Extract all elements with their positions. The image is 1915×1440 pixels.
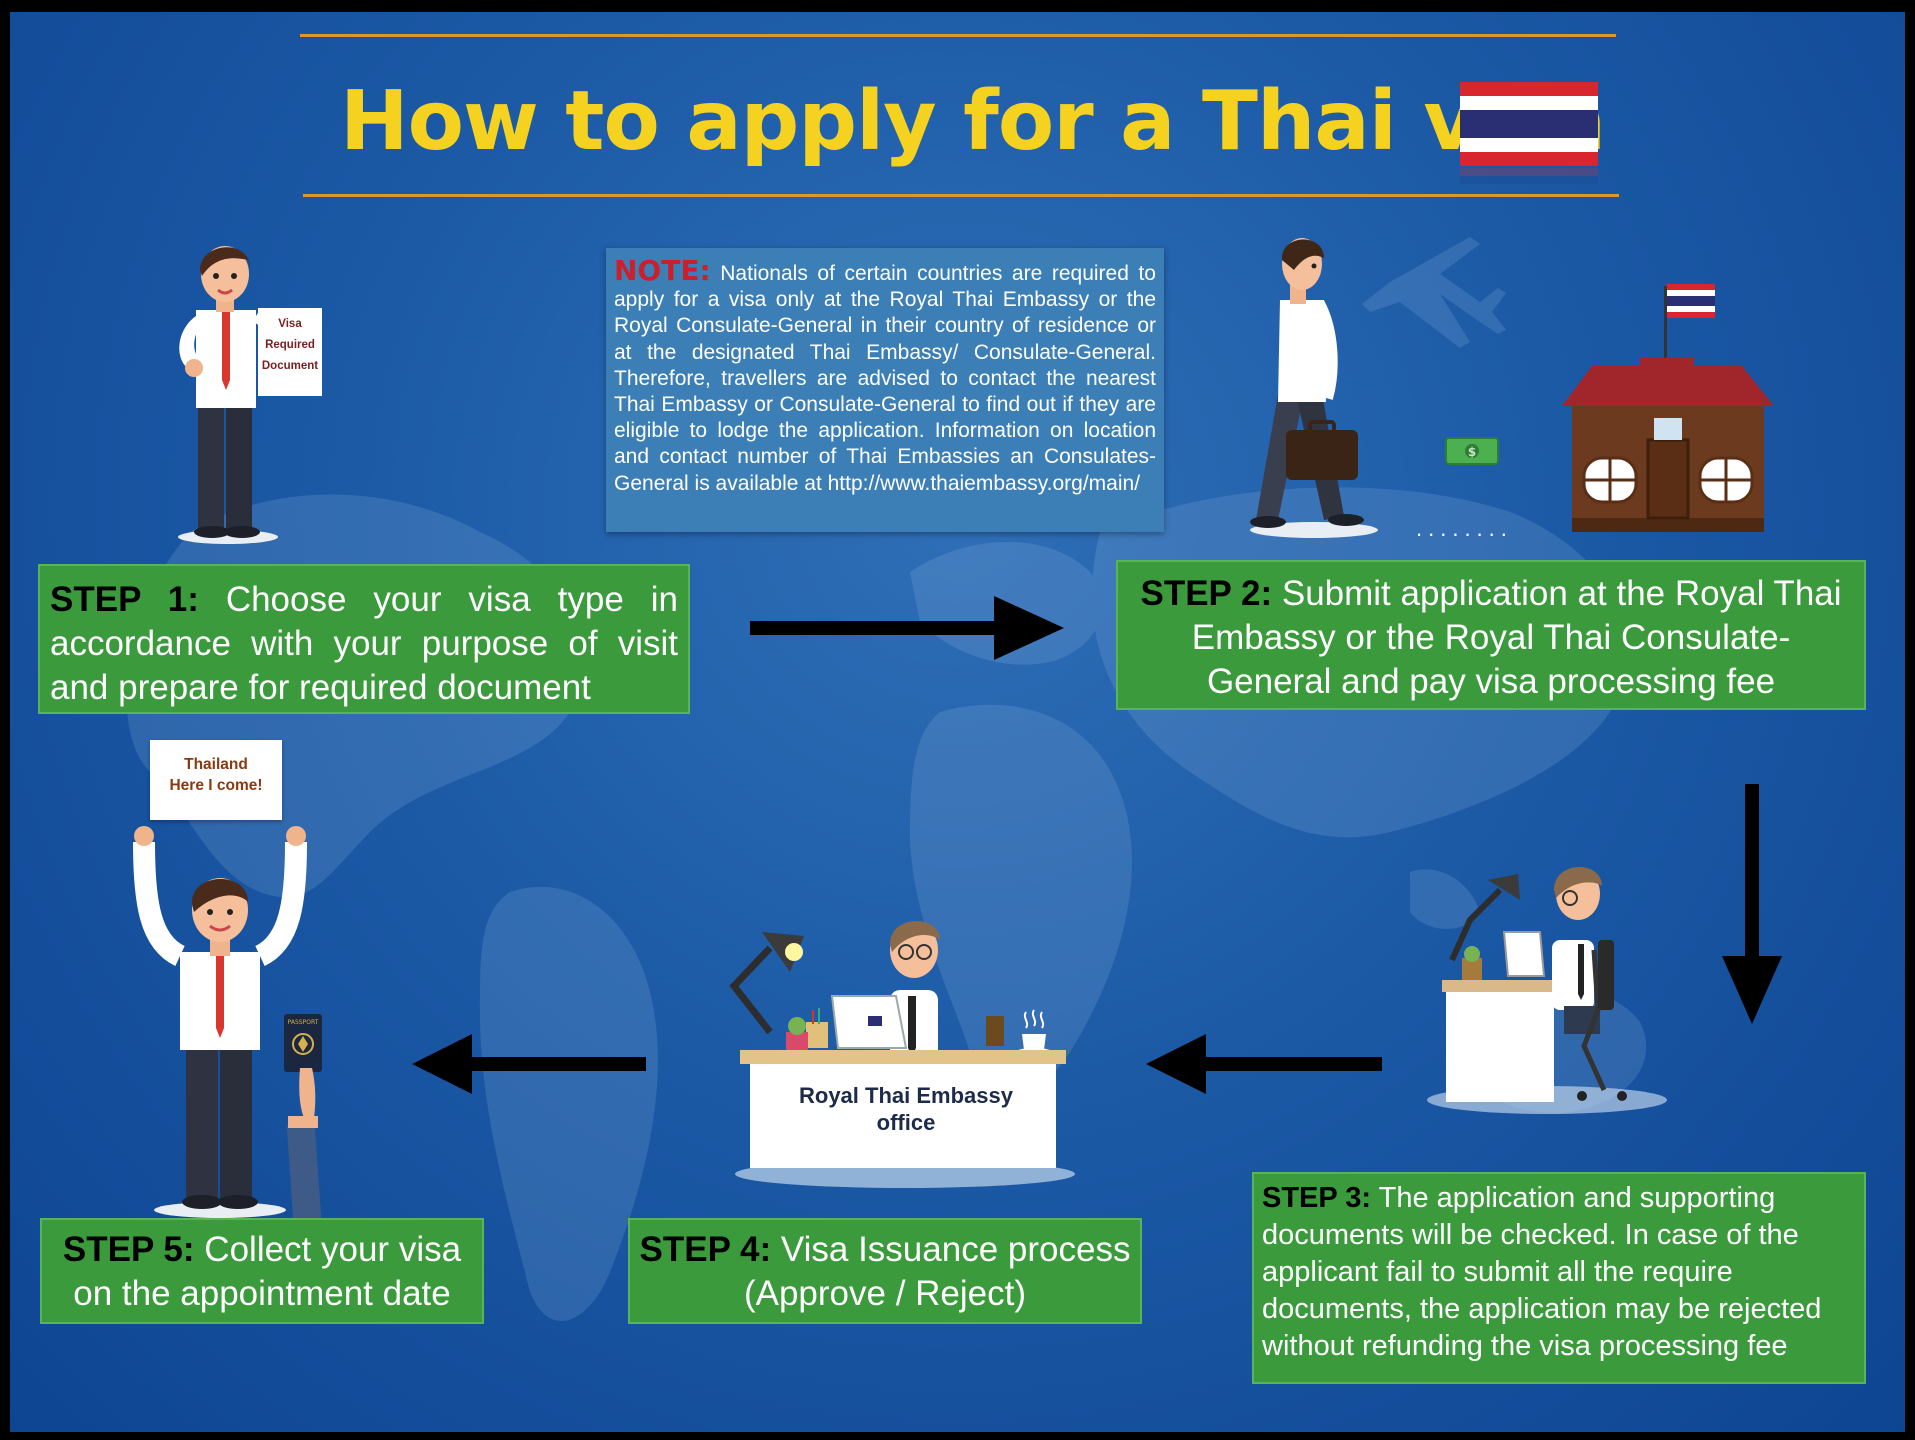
step-1-box: STEP 1: Choose your visa type in accorda… [38,564,690,714]
embassy-building-icon [1562,284,1774,532]
step-label: STEP 1: [50,580,199,619]
title-bottom-rule [303,194,1619,197]
laptop-icon [1502,931,1546,977]
arrow-right-icon [750,596,1064,660]
document-sign-line: Required [265,339,315,351]
passport-label: PASSPORT [288,1019,319,1026]
document-sign-line: Document [261,360,319,372]
embassy-office-line: office [876,1110,936,1135]
arrow-left-icon [1146,1034,1382,1094]
dotted-path: ........ [1416,516,1513,541]
thailand-sign-line: Thailand [184,756,248,773]
step-4-box: STEP 4: Visa Issuance process (Approve /… [628,1218,1142,1324]
person-holding-thailand-sign [133,826,307,1218]
desk-lamp-icon [729,932,804,1035]
step-3-box: STEP 3: The application and supporting d… [1252,1172,1866,1384]
step-text: Submit application at the Royal Thai Emb… [1191,574,1842,701]
background-panel: How to apply for a Thai visa NOTE: Natio… [10,12,1905,1432]
desk-lamp-icon [1449,874,1520,962]
step-text: Visa Issuance process (Approve / Reject) [743,1230,1131,1313]
thai-flag-icon [1667,284,1715,318]
step-2-box: STEP 2: Submit application at the Royal … [1116,560,1866,710]
embassy-office-sign: Royal Thai Embassy office [762,1070,1050,1150]
note-label: NOTE: [614,254,711,287]
note-text: Nationals of certain countries are requi… [614,262,1156,495]
step-5-box: STEP 5: Collect your visa on the appoint… [40,1218,484,1324]
laptop-icon [830,995,908,1049]
officer-at-desk-step-3 [1427,866,1667,1114]
note-box: NOTE: Nationals of certain countries are… [606,248,1164,532]
thai-flag-icon [1460,82,1598,184]
step-text: The application and supporting documents… [1262,1182,1822,1362]
step-text: Choose your visa type in accordance with… [50,580,678,707]
step-label: STEP 5: [62,1230,195,1269]
money-symbol: $ [1468,445,1476,459]
document-sign: Visa Required Document [258,308,322,396]
coffee-cup-icon [1016,1009,1052,1056]
step-label: STEP 2: [1140,574,1273,613]
arrow-left-icon [412,1034,646,1094]
step-text: Collect your visa on the appointment dat… [73,1230,462,1313]
title-top-rule [300,34,1616,37]
airplane-icon [1362,237,1506,348]
passport-icon: PASSPORT [284,1014,322,1222]
thailand-sign: Thailand Here I come! [150,740,282,820]
arrow-down-icon [1722,784,1782,1024]
document-sign-line: Visa [278,318,302,330]
thailand-sign-line: Here I come! [169,777,263,794]
page-title: How to apply for a Thai visa [340,74,1606,169]
embassy-office-line: Royal Thai Embassy [799,1083,1013,1108]
step-label: STEP 4: [639,1230,772,1269]
money-icon: $ [1445,437,1499,465]
step-label: STEP 3: [1262,1182,1372,1214]
person-walking-briefcase [1250,238,1378,538]
